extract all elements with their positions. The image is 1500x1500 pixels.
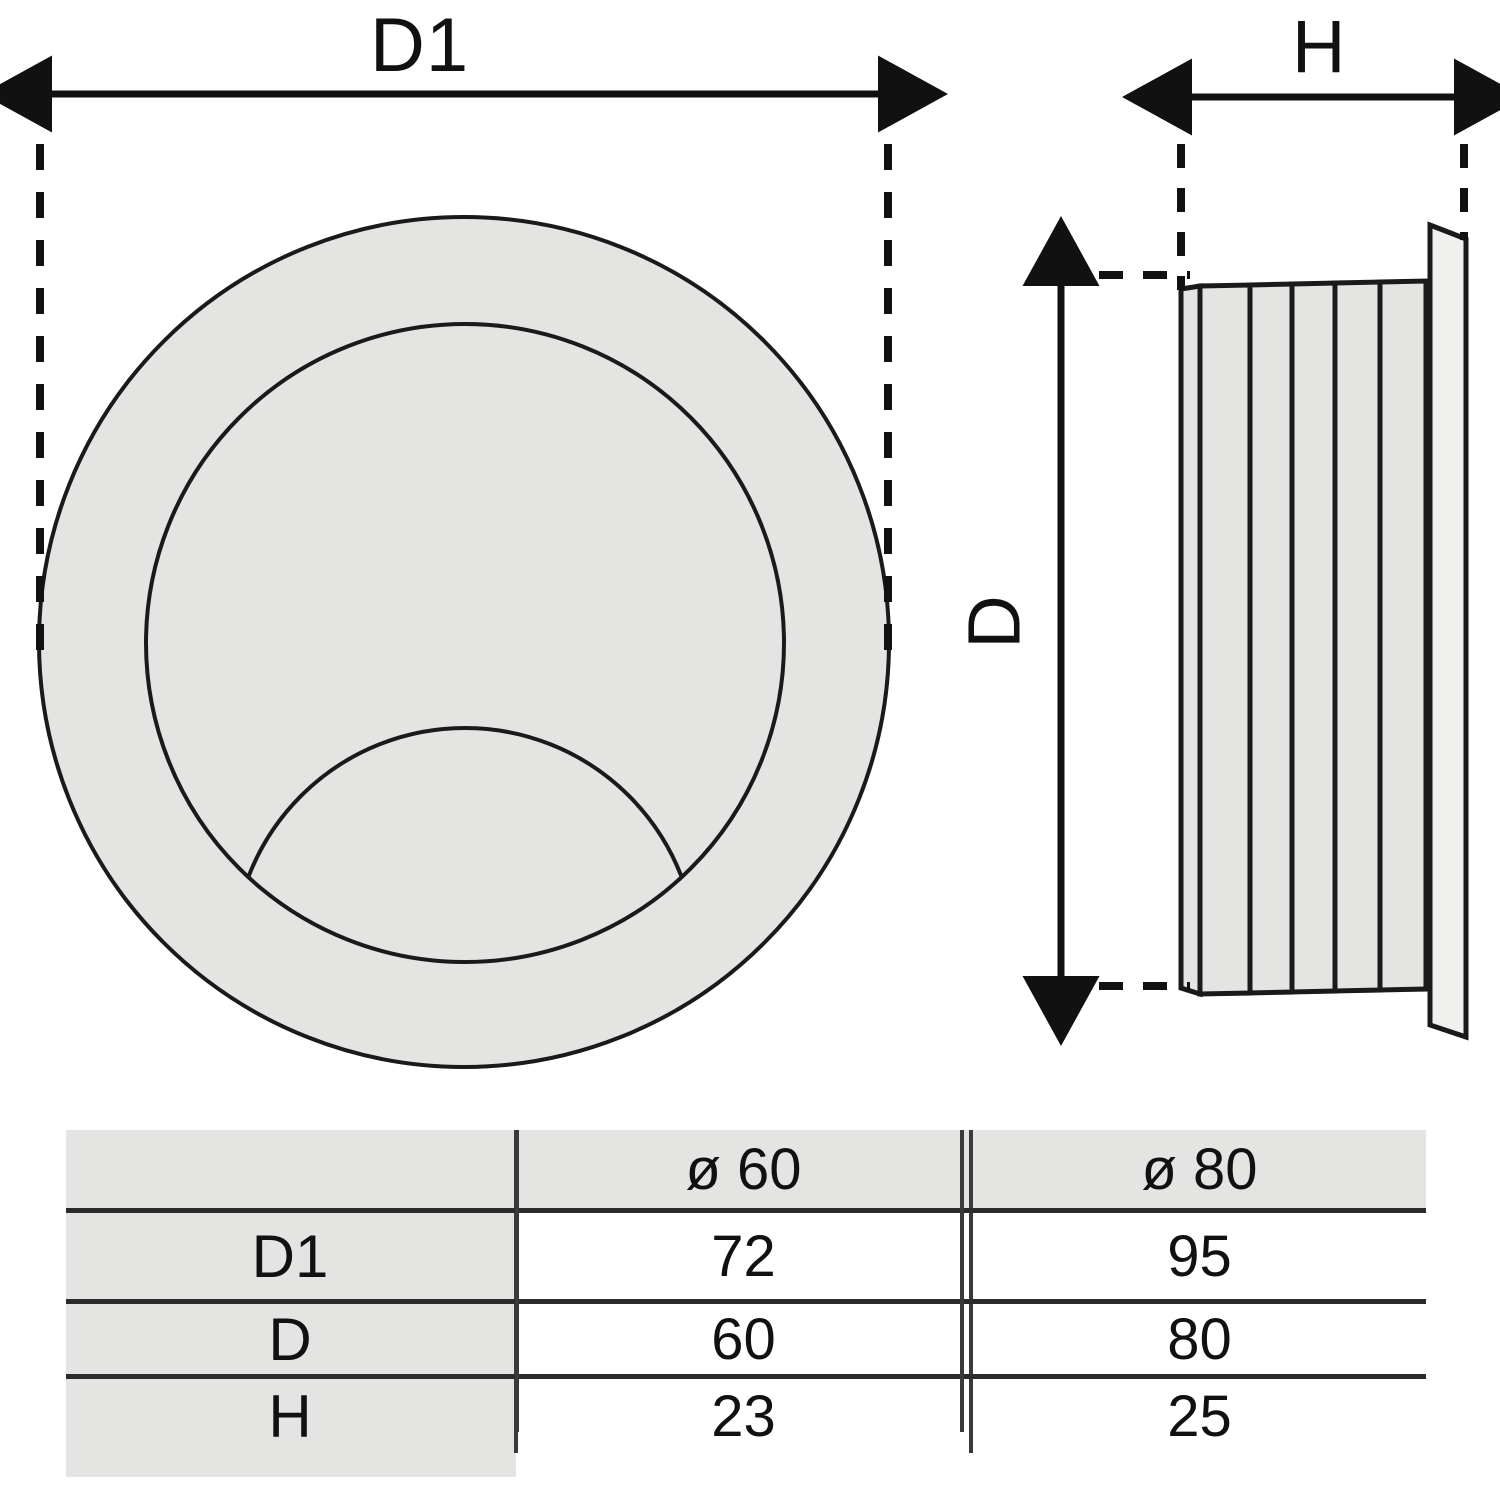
- dimension-d: [1022, 216, 1190, 1046]
- dimension-h: [1122, 58, 1500, 290]
- table-row: D1 72 95: [66, 1210, 1426, 1304]
- side-flange: [1427, 221, 1469, 1041]
- front-view: [37, 215, 891, 1069]
- front-inner-circle: [144, 322, 786, 964]
- table-cell-d-d60: 60: [514, 1301, 971, 1379]
- table-row: H 23 25: [66, 1376, 1426, 1453]
- dimension-label-d1: D1: [370, 3, 470, 88]
- table-vertical-rule-1: [515, 1130, 519, 1432]
- side-body-rib-1: [1178, 283, 1203, 998]
- side-body-rib-2: [1197, 282, 1253, 997]
- table-cell-param-d: D: [66, 1301, 516, 1379]
- table-cell-d1-d80: 95: [969, 1210, 1426, 1304]
- table-vertical-rule-2: [960, 1130, 964, 1432]
- dimension-label-h: H: [1292, 5, 1346, 88]
- dimension-d1: [0, 55, 948, 660]
- specification-table: ø 60 ø 80 D1 72 95 D 60 80 H 23 25: [66, 1130, 1426, 1453]
- table-header-d80: ø 80: [969, 1130, 1426, 1213]
- table-cell-d1-d60: 72: [514, 1210, 971, 1304]
- table-header-parameter: [66, 1130, 516, 1213]
- table-header-row: ø 60 ø 80: [66, 1130, 1426, 1213]
- table-cell-param-h: H: [66, 1376, 516, 1453]
- dimension-label-d: D: [952, 595, 1036, 649]
- table-cell-d-d80: 80: [969, 1301, 1426, 1379]
- table-cell-h-d80: 25: [969, 1376, 1426, 1453]
- side-body-rib-6: [1377, 278, 1429, 993]
- side-view: [1178, 221, 1469, 1041]
- side-body-rib-3: [1247, 281, 1295, 996]
- table-cell-h-d60: 23: [514, 1376, 971, 1453]
- side-body-rib-5: [1332, 279, 1383, 994]
- side-body-rib-4: [1289, 280, 1338, 995]
- table-row: D 60 80: [66, 1301, 1426, 1379]
- table-cell-param-d1: D1: [66, 1210, 516, 1304]
- table-header-d60: ø 60: [514, 1130, 971, 1213]
